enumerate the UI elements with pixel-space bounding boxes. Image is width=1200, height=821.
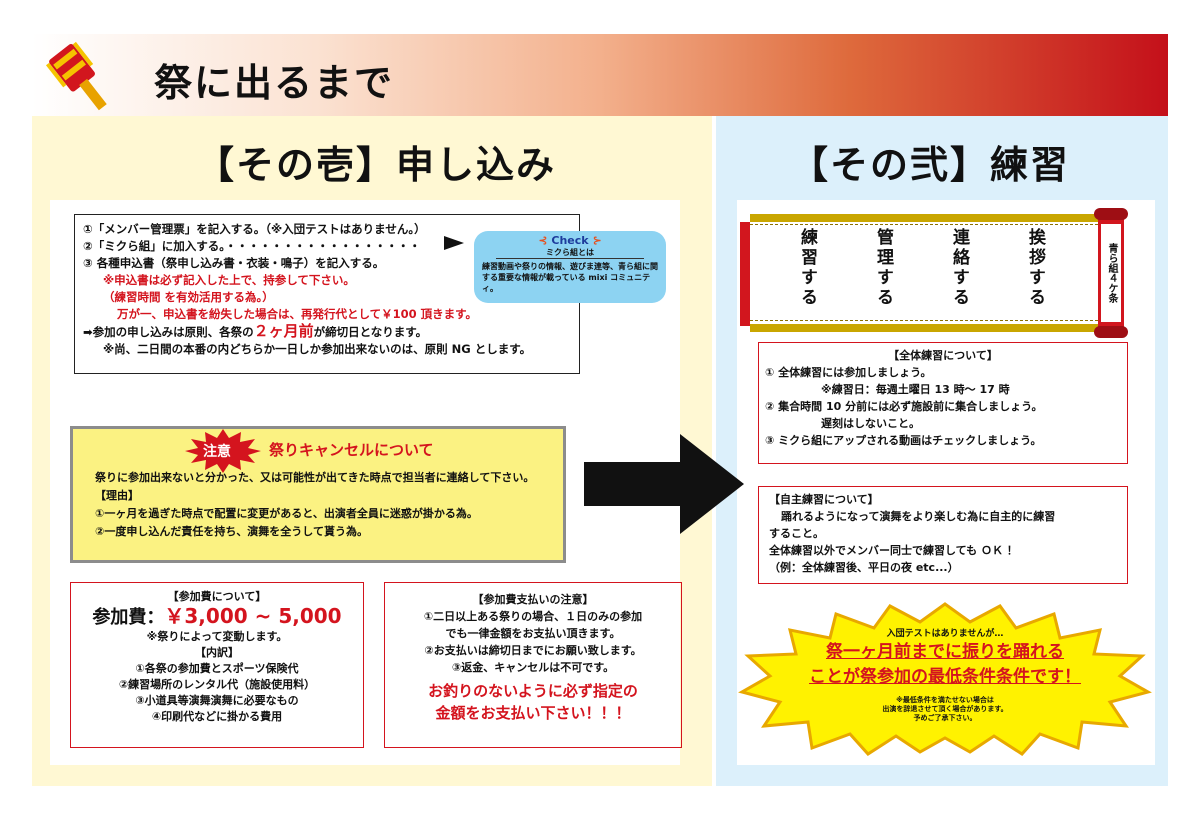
section-title-practice: 【その弐】練習 [790,143,1071,187]
requirement-note: ※最低条件を満たせない場合は [896,696,994,704]
deadline-emphasis: ２ヶ月前 [253,322,314,340]
breakdown-item: ③小道具等演舞演舞に必要なもの [135,694,299,707]
self-practice-text: 全体練習以外でメンバー同士で練習しても ＯＫ ！ [769,544,1018,557]
two-day-rule: ※尚、二日間の本番の内どちらか一日しか参加出来ないのは、原則 NG とします。 [103,342,532,356]
payment-heading: 【参加費支払いの注意】 [472,593,594,606]
section-title-application: 【その壱】申し込み [196,143,557,187]
check-deco-icon: ⊱ [592,234,602,247]
reason-item: ①一ヶ月を過ぎた時点で配置に変更があると、出演者全員に迷惑が掛かる為。 [95,507,478,520]
step-join-community: ②「ミクら組」に加入する。・・・・・・・・・・・・・・・・・ [83,239,421,253]
reason-item: ②一度申し込んだ責任を持ち、演舞を全うして貰う為。 [95,525,368,538]
application-note: ※申込書は必ず記入した上で、持参して下さい。 [103,273,355,287]
payment-line: でも一律金額をお支払い頂きます。 [445,627,621,640]
practice-rule: ② 集合時間 10 分前には必ず施設前に集合しましょう。 [765,400,1043,413]
rule-item: 管理する [873,228,893,308]
breakdown-item: ④印刷代などに掛かる費用 [151,710,283,723]
check-subtitle: ミクら組とは [496,247,644,259]
scroll-paper [750,214,1098,332]
practice-rule: ③ ミクら組にアップされる動画はチェックしましょう。 [765,434,1042,447]
caution-title: 祭りキャンセルについて [269,441,434,459]
practice-note: 遅刻はしないこと。 [821,417,920,430]
fee-amount: ￥3,000 ~ 5,000 [164,604,342,628]
flow-arrow-icon [584,434,744,534]
payment-line: ①二日以上ある祭りの場合、１日のみの参加 [423,610,643,623]
practice-rule: ① 全体練習には参加しましょう。 [765,366,932,379]
fee-note: ※祭りによって変動します。 [146,630,288,643]
step-member-sheet: ①「メンバー管理票」を記入する。（※入団テストはありません。） [83,222,426,236]
self-practice-text: すること。 [769,527,824,540]
payment-notes-box: 【参加費支払いの注意】 ①二日以上ある祭りの場合、１日のみの参加 でも一律金額を… [384,582,682,748]
requirement-note: 出演を辞退させて頂く場合があります。 [882,705,1008,713]
naruko-clapper-icon [45,41,107,111]
requirement-main: ことが祭参加の最低条件条件です！ [809,667,1081,687]
breakdown-item: ①各祭の参加費とスポーツ保険代 [135,662,299,675]
application-note-reason: （練習時間 を有効活用する為。） [103,290,274,304]
fee-label: 参加費： [92,607,165,628]
requirement-main: 祭一ヶ月前までに振りを踊れる [826,642,1064,662]
check-title: Check [551,234,589,247]
reason-heading: 【理由】 [95,489,139,502]
participation-fee-box: 【参加費について】 参加費：￥3,000 ~ 5,000 ※祭りによって変動しま… [70,582,364,748]
check-bubble: ⊰ Check ⊱ ミクら組とは 練習動画や祭りの情報、遊びま連等、青ら組に関す… [474,231,666,303]
header-banner: 祭に出るまで [32,34,1168,116]
check-deco-icon: ⊰ [538,234,548,247]
requirement-intro: 入団テストはありませんが… [886,629,1004,639]
scroll-rod-label: 青ら組４ケ条 [1101,224,1121,322]
payment-emphasis: 金額をお支払い下さい！！！ [435,704,631,722]
self-practice-box: 【自主練習について】 踊れるようになって演舞をより楽しむ為に自主的に練習 するこ… [758,486,1128,584]
self-practice-example: （例：全体練習後、平日の夜 etc...） [769,561,959,574]
group-practice-box: 【全体練習について】 ① 全体練習には参加しましょう。 ※練習日：毎週土曜日 1… [758,342,1128,464]
caution-label: 注意 [203,444,231,460]
deadline-line: ➡参加の申し込みは原則、各祭の２ヶ月前が締切日となります。 [83,322,428,340]
practice-heading: 【全体練習について】 [888,349,998,362]
step-application-forms: ③ 各種申込書（祭申し込み書・衣装・鳴子）を記入する。 [83,256,385,270]
requirement-note: 予めご了承下さい。 [913,714,977,722]
caution-instruction: 祭りに参加出来ないと分かった、又は可能性が出てきた時点で担当者に連絡して下さい。 [95,471,535,484]
self-practice-heading: 【自主練習について】 [769,493,879,506]
application-lost-note: 万が一、申込書を紛失した場合は、再発行代として￥100 頂きます。 [117,307,478,321]
caution-burst-icon [185,429,261,473]
page-title: 祭に出るまで [154,61,395,105]
arrow-right-icon [444,236,464,250]
requirement-text: 入団テストはありませんが… 祭一ヶ月前までに振りを踊れる ことが祭参加の最低条件… [738,628,1152,723]
application-steps-box: ①「メンバー管理票」を記入する。（※入団テストはありません。） ②「ミクら組」に… [74,214,580,374]
payment-line: ③返金、キャンセルは不可です。 [451,661,615,674]
breakdown-heading: 【内訳】 [195,646,239,659]
practice-schedule: ※練習日：毎週土曜日 13 時～ 17 時 [821,383,1010,396]
scroll-rod: 青ら組４ケ条 [1094,208,1128,338]
scroll-edge [740,222,750,326]
breakdown-item: ②練習場所のレンタル代（施設使用料） [118,678,316,691]
cancel-caution-box: 注意 祭りキャンセルについて 祭りに参加出来ないと分かった、又は可能性が出てきた… [70,426,566,563]
payment-line: ②お支払いは締切日までにお願い致します。 [424,644,642,657]
self-practice-text: 踊れるようになって演舞をより楽しむ為に自主的に練習 [781,510,1056,523]
payment-emphasis: お釣りのないように必ず指定の [428,682,638,700]
rule-item: 練習する [797,228,817,308]
rule-item: 連絡する [949,228,969,308]
fee-heading: 【参加費について】 [167,590,267,603]
rule-item: 挨拶する [1025,228,1045,308]
requirement-starburst [738,602,1152,756]
four-rules-scroll: 挨拶する 連絡する 管理する 練習する 青ら組４ケ条 [740,208,1142,338]
check-body: 練習動画や祭りの情報、遊びま連等、青ら組に関する重要な情報が載っている mixi… [482,262,658,293]
